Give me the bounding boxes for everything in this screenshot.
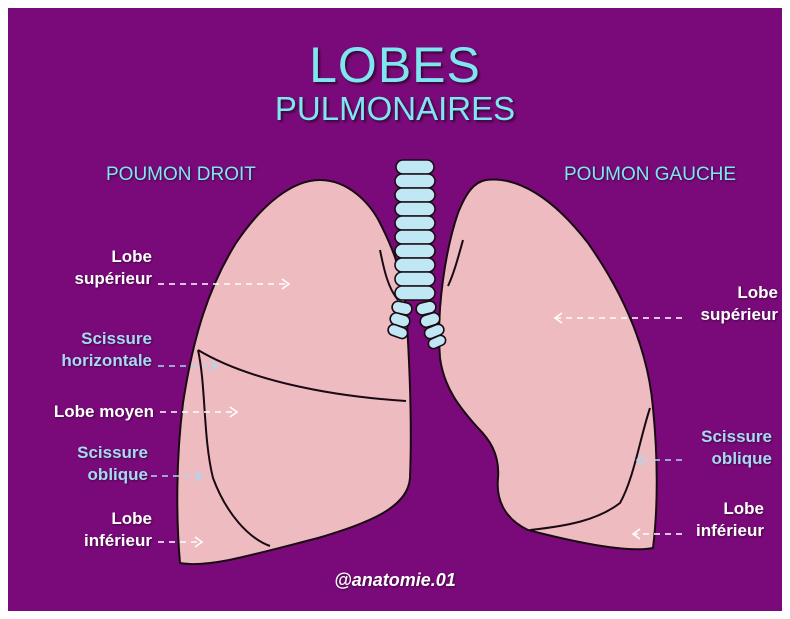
trachea (387, 160, 448, 350)
label-left-lobe-inferieur-line1: Lobe (672, 498, 764, 520)
label-right-scissure-oblique: Scissure oblique (48, 442, 148, 486)
label-left-lobe-inferieur: Lobe inférieur (672, 498, 764, 542)
label-left-lobe-superieur-line2: supérieur (672, 304, 778, 326)
label-right-lobe-inferieur-line2: inférieur (48, 530, 152, 552)
label-right-lobe-inferieur-line1: Lobe (48, 508, 152, 530)
label-right-lobe-inferieur: Lobe inférieur (48, 508, 152, 552)
label-right-lobe-moyen: Lobe moyen (28, 401, 154, 423)
label-right-lobe-superieur-line2: supérieur (48, 268, 152, 290)
right-lung-shape (177, 180, 410, 564)
right-lung-title: POUMON DROIT (106, 164, 256, 186)
label-right-scissure-horizontale-line1: Scissure (36, 328, 152, 350)
credit-watermark: @anatomie.01 (8, 570, 782, 591)
label-right-scissure-oblique-line2: oblique (48, 464, 148, 486)
label-left-scissure-oblique-line1: Scissure (672, 426, 772, 448)
label-right-scissure-horizontale-line2: horizontale (36, 350, 152, 372)
label-left-lobe-superieur: Lobe supérieur (672, 282, 778, 326)
label-right-lobe-superieur: Lobe supérieur (48, 246, 152, 290)
label-right-lobe-superieur-line1: Lobe (48, 246, 152, 268)
label-left-lobe-superieur-line1: Lobe (672, 282, 778, 304)
title-line-1: LOBES (8, 36, 782, 94)
label-left-lobe-inferieur-line2: inférieur (672, 520, 764, 542)
diagram-canvas: LOBES PULMONAIRES POUMON DROIT POUMON GA… (8, 8, 782, 611)
label-left-scissure-oblique: Scissure oblique (672, 426, 772, 470)
left-lung-title: POUMON GAUCHE (564, 164, 736, 186)
label-right-scissure-horizontale: Scissure horizontale (36, 328, 152, 372)
label-right-scissure-oblique-line1: Scissure (48, 442, 148, 464)
title-line-2: PULMONAIRES (8, 90, 782, 128)
label-left-scissure-oblique-line2: oblique (672, 448, 772, 470)
